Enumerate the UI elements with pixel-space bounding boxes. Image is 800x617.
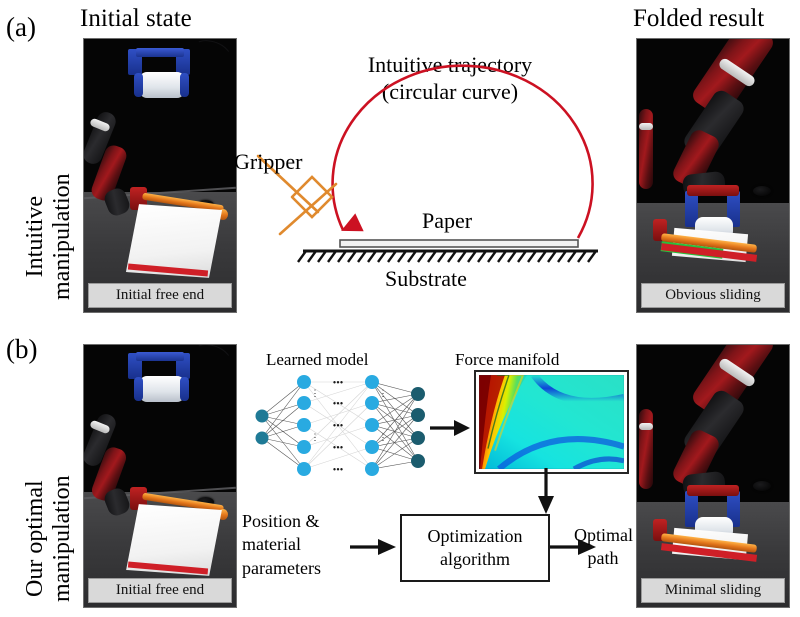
table-hole (753, 481, 771, 492)
panel-a-side-label-line2: manipulation (48, 173, 75, 300)
arrow-network-to-manifold (430, 420, 470, 436)
panel-b-side-label-line1: Our optimal (22, 480, 48, 597)
photo-b-initial-caption: Initial free end (88, 577, 232, 603)
nn-edges-hidden (303, 381, 373, 470)
robot-base-band (639, 423, 653, 430)
cable (186, 345, 236, 379)
substrate-label: Substrate (385, 266, 467, 291)
input-parameters-line2: material (242, 534, 301, 555)
trajectory-label-line2: (circular curve) (381, 78, 519, 104)
photo-b-folded-scene: Minimal sliding (637, 345, 789, 607)
table-hole (753, 186, 771, 197)
clamp-bar-end (218, 509, 228, 520)
trajectory-arc (331, 64, 594, 239)
nn-horizontal-ellipses: ••• ••• ••• ••• ••• (333, 378, 344, 476)
svg-text:•••: ••• (333, 421, 344, 432)
gripper-label: Gripper (234, 149, 303, 174)
neural-network-diagram: ••• ••• ••• ••• ••• ⋮ ⋮ ⋮ ⋮ (255, 375, 425, 476)
nn-edges-out (371, 381, 419, 470)
robot-base-column (639, 109, 653, 189)
panel-letter-b: (b) (6, 334, 38, 364)
optimal-path-line1: Optimal (574, 525, 633, 545)
gripper-bridge (136, 352, 184, 361)
paper-label: Paper (422, 208, 473, 233)
roller-cap-right (180, 377, 189, 401)
optimal-path-label: Optimal path (574, 524, 633, 571)
nn-edges-in (261, 381, 305, 470)
gripper-icon (256, 154, 338, 236)
panel-letter-a: (a) (6, 12, 36, 42)
roller-cap-left (134, 377, 143, 401)
robot-base-band (639, 123, 653, 130)
svg-text:⋮: ⋮ (311, 388, 320, 398)
paper-bar (339, 239, 579, 248)
manifold-svg (479, 375, 624, 469)
learned-model-title: Learned model (266, 350, 369, 369)
schematic-intuitive-trajectory: Intuitive trajectory (circular curve) (234, 44, 620, 314)
column-title-initial-state: Initial state (80, 5, 192, 32)
photo-b-initial-state: Initial free end (83, 344, 237, 608)
svg-text:•••: ••• (333, 465, 344, 476)
input-parameters-line1: Position & (242, 511, 320, 531)
gripper-mount (687, 485, 739, 496)
photo-a-initial-caption: Initial free end (88, 282, 232, 308)
paper-roller (139, 376, 185, 402)
optimization-line2: algorithm (439, 549, 510, 569)
force-manifold-plot (474, 370, 629, 474)
svg-text:⋮: ⋮ (379, 388, 388, 398)
panel-a-side-label-line1: Intuitive (22, 196, 48, 278)
gripper-mount (687, 185, 739, 196)
cable (186, 39, 236, 75)
input-parameters-label: Position & material parameters (242, 510, 321, 580)
arrow-inputs-to-optimization (350, 539, 396, 555)
gripper-bridge (136, 48, 184, 57)
panel-b-side-label-line2: manipulation (48, 475, 75, 602)
svg-text:⋮: ⋮ (311, 432, 320, 442)
svg-text:⋮: ⋮ (379, 432, 388, 442)
substrate-hatching (297, 250, 597, 263)
gripper-jaw-left (685, 191, 698, 227)
photo-a-initial-state: Initial free end (83, 38, 237, 313)
nn-vertical-ellipses: ⋮ ⋮ ⋮ ⋮ (311, 388, 388, 442)
clamp-bar-end (218, 209, 228, 220)
optimal-path-line2: path (587, 548, 619, 569)
svg-text:•••: ••• (333, 399, 344, 410)
optimization-algorithm-label: Optimization algorithm (428, 525, 523, 572)
photo-a-folded-scene: Obvious sliding (637, 39, 789, 312)
optimization-line1: Optimization (427, 525, 523, 546)
arrow-manifold-to-optimization (538, 468, 554, 514)
trajectory-label: Intuitive trajectory (circular curve) (340, 52, 560, 106)
roller-cap-right (180, 73, 189, 97)
force-manifold-title: Force manifold (455, 350, 560, 369)
nn-hidden-nodes-right (365, 375, 379, 476)
nn-input-nodes (255, 409, 269, 445)
robot-base-column (639, 409, 653, 489)
force-manifold-heatmap (479, 375, 624, 469)
photo-a-initial-scene: Initial free end (84, 39, 236, 312)
nn-hidden-nodes-left (297, 375, 311, 476)
column-title-folded-result: Folded result (633, 5, 765, 32)
photo-a-folded-result: Obvious sliding (636, 38, 790, 313)
panel-a-side-label: Intuitive manipulation (22, 173, 76, 300)
photo-b-initial-scene: Initial free end (84, 345, 236, 607)
svg-text:•••: ••• (333, 378, 344, 389)
panel-b-side-label: Our optimal manipulation (22, 475, 76, 602)
input-parameters-line3: parameters (242, 557, 321, 578)
svg-text:•••: ••• (333, 443, 344, 454)
photo-a-folded-caption: Obvious sliding (641, 282, 785, 308)
nn-output-nodes (411, 387, 425, 468)
roller-cap-left (134, 73, 143, 97)
flow-diagram: Learned model Force manifold (240, 344, 633, 606)
photo-b-folded-result: Minimal sliding (636, 344, 790, 608)
photo-b-folded-caption: Minimal sliding (641, 577, 785, 603)
gripper-jaw-left (685, 491, 698, 527)
paper-roller (139, 72, 185, 98)
schematic-svg (256, 64, 598, 263)
optimization-algorithm-box: Optimization algorithm (400, 514, 550, 582)
arrow-optimization-to-output (550, 539, 596, 555)
